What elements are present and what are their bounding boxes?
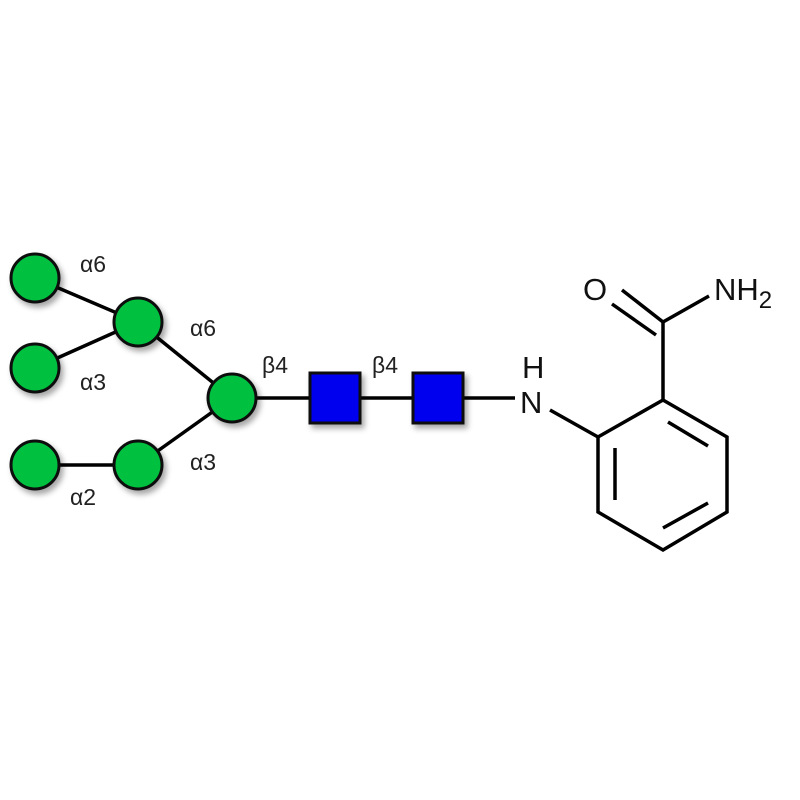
glcnac-residues — [308, 371, 465, 425]
mannose-circle-icon — [9, 252, 61, 304]
mannose-circle-icon — [9, 439, 61, 491]
linkage-label: β4 — [262, 352, 288, 378]
hydrogen-atom-label: H — [522, 350, 544, 385]
mannose-circle-icon — [9, 342, 61, 394]
aminobenzamide-bonds — [549, 288, 729, 553]
linkage-label: α6 — [190, 315, 216, 341]
nitrogen-atom-label: N — [520, 385, 542, 420]
mannose-residues — [9, 252, 258, 491]
mannose-circle-icon — [112, 439, 164, 491]
mannose-circle-icon — [112, 296, 164, 348]
linkage-label: α3 — [80, 369, 106, 395]
glcnac-square-icon — [308, 371, 362, 425]
mannose-circle-icon — [206, 372, 258, 424]
linkage-label: α2 — [70, 484, 96, 510]
linkage-label: α6 — [80, 251, 106, 277]
linkage-label: β4 — [372, 352, 398, 378]
linkage-label: α3 — [190, 449, 216, 475]
amide-nh2-label: NH2 — [714, 272, 772, 314]
oxygen-atom-label: O — [583, 272, 607, 307]
glcnac-square-icon — [411, 371, 465, 425]
